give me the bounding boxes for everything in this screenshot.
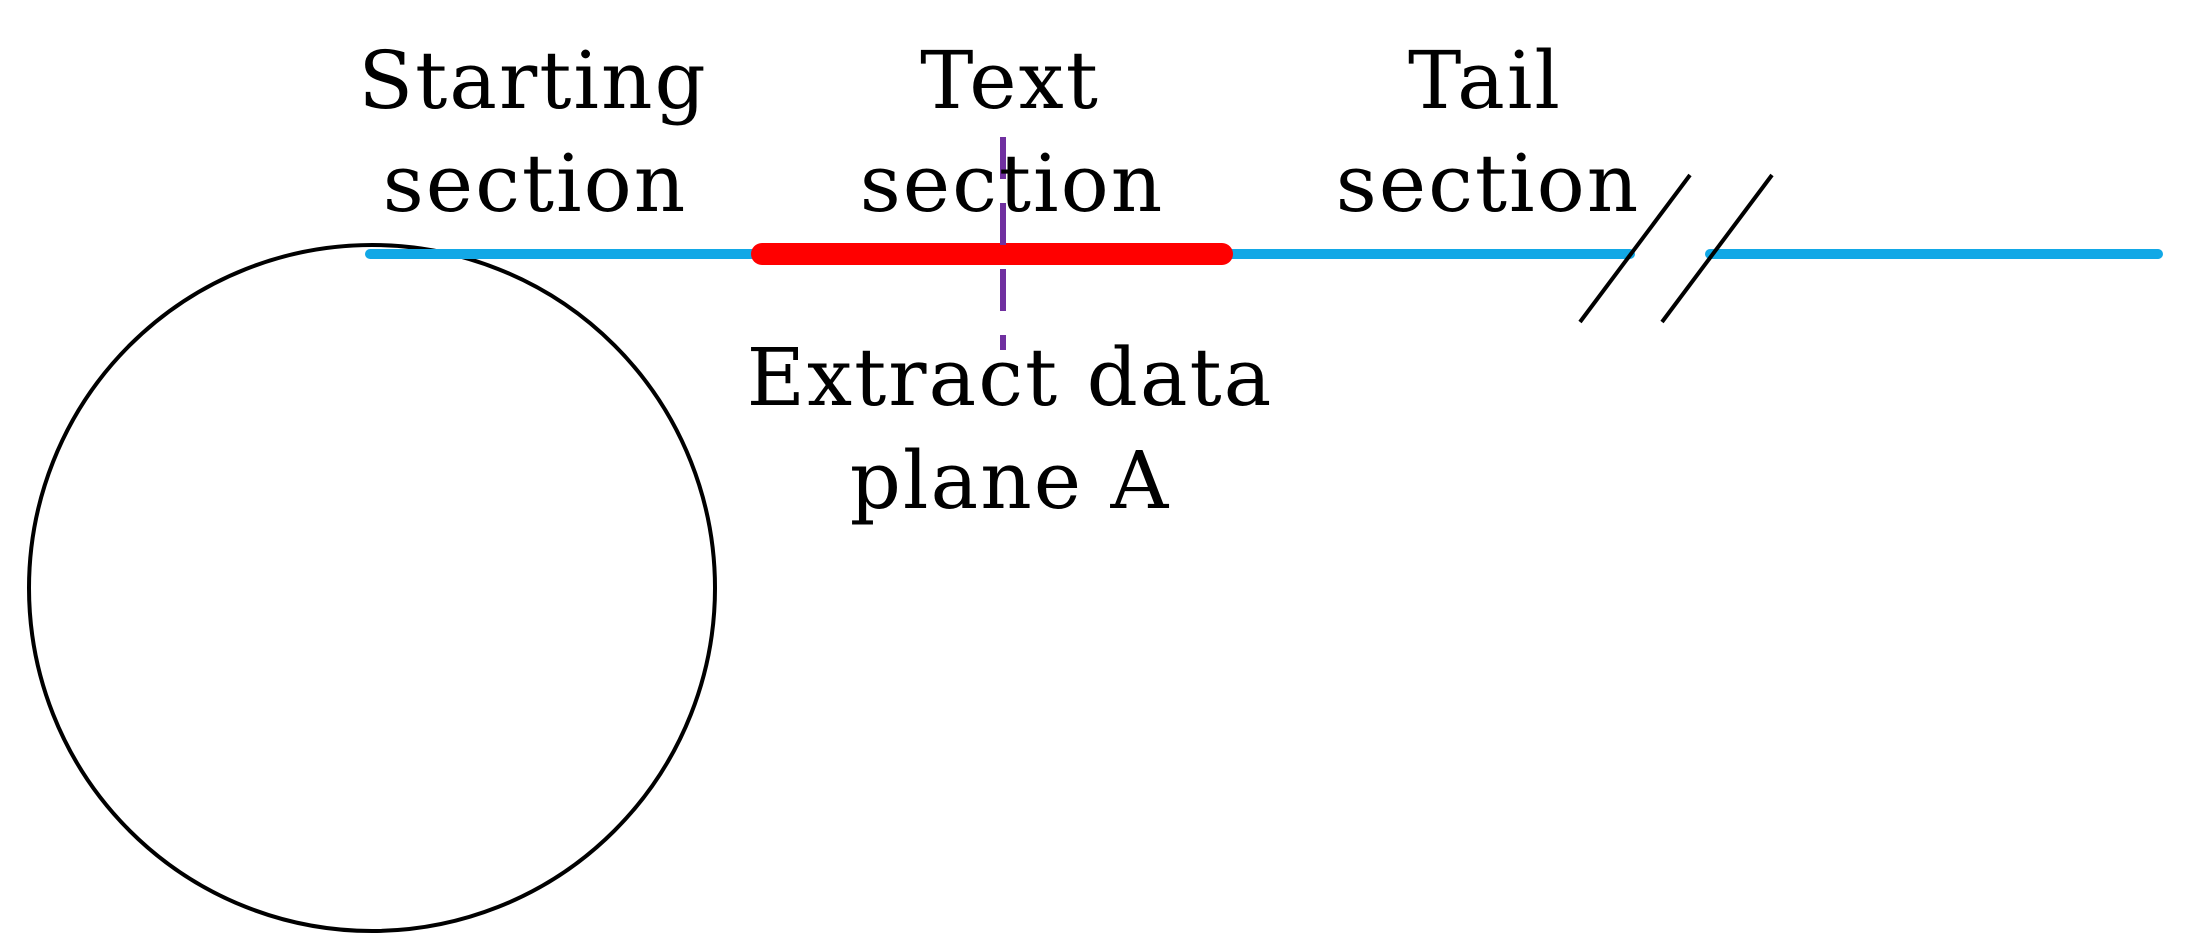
fiber-loop-circle: [27, 243, 717, 933]
extract-plane-label-line2: plane A: [850, 434, 1171, 527]
break-mark-left: [1578, 173, 1692, 324]
tail-section-label-line2: section: [1336, 137, 1641, 230]
tail-section-label-line1: Tail: [1408, 34, 1562, 127]
starting-section-label-line2: section: [383, 137, 688, 230]
text-section-label-line1: Text: [920, 34, 1100, 127]
extract-plane-label-line1: Extract data: [747, 331, 1274, 424]
text-section-label-line2: section: [860, 137, 1165, 230]
starting-section-label-line1: Starting: [358, 34, 707, 127]
break-mark-right: [1660, 173, 1774, 324]
